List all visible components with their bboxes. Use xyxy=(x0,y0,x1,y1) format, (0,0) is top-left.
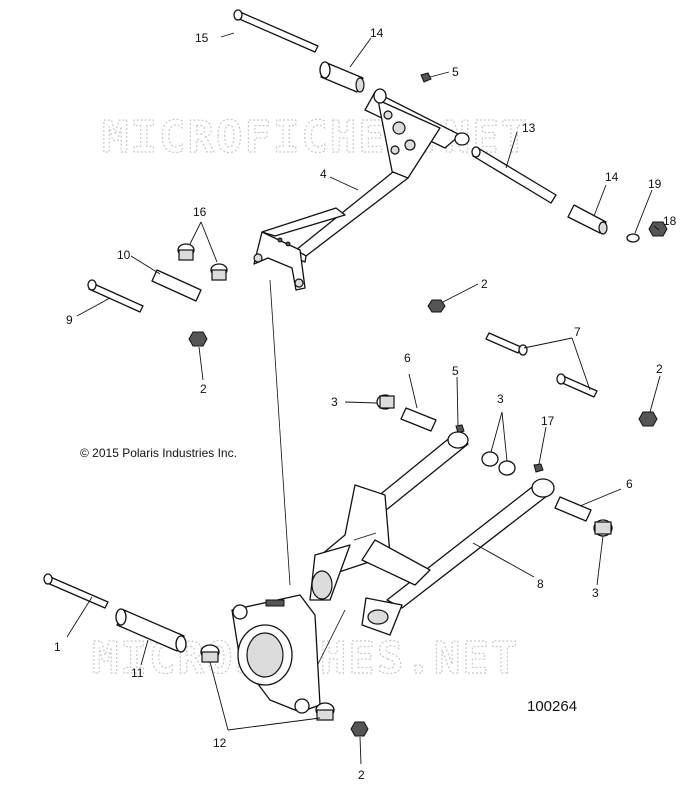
callout-7: 7 xyxy=(574,325,581,339)
part-3-bushing-right xyxy=(593,519,613,537)
part-12-bushings xyxy=(200,644,335,721)
part-2-nut-center xyxy=(427,299,446,313)
leader-2-bottom xyxy=(359,736,362,765)
callout-9: 9 xyxy=(66,313,73,327)
leader-17 xyxy=(538,426,547,465)
part-13-rod xyxy=(471,146,557,204)
callout-2-left: 2 xyxy=(200,382,207,396)
leader-14-right xyxy=(593,184,607,217)
leader-14-upper xyxy=(349,37,372,68)
copyright-notice: © 2015 Polaris Industries Inc. xyxy=(80,446,237,460)
leader-16-a xyxy=(189,221,202,245)
leader-7-a xyxy=(523,337,573,349)
leader-12-b xyxy=(227,717,321,731)
part-17-nut xyxy=(533,463,544,473)
leader-2-left xyxy=(198,346,204,381)
part-6-sleeve-upper xyxy=(400,407,437,432)
part-2-nut-right xyxy=(638,411,658,427)
knuckle-upright xyxy=(231,594,321,714)
part-14-bushing-upper xyxy=(319,61,365,93)
leader-2-right xyxy=(649,375,661,413)
part-7-bolts xyxy=(485,332,598,398)
callout-2-right: 2 xyxy=(656,362,663,376)
callout-2-bottom: 2 xyxy=(358,768,365,782)
part-3-bushings-center xyxy=(481,451,516,476)
leader-3-right xyxy=(596,535,604,586)
part-19-washer xyxy=(626,233,640,243)
callout-18: 18 xyxy=(663,214,677,228)
leader-6-upper xyxy=(408,373,418,409)
leader-12-a xyxy=(209,661,229,731)
leader-2-center xyxy=(442,283,479,303)
callout-17: 17 xyxy=(541,414,555,428)
callout-1: 1 xyxy=(54,640,61,654)
leader-3-center-a xyxy=(490,411,503,453)
leader-18 xyxy=(653,225,660,231)
part-14-bushing-right xyxy=(567,204,608,235)
part-1-bolt xyxy=(43,573,109,609)
callout-5-upper: 5 xyxy=(452,65,459,79)
leader-4 xyxy=(329,176,359,191)
callout-3-right: 3 xyxy=(592,586,599,600)
part-2-nut-bottom xyxy=(350,721,369,737)
callout-3-center: 3 xyxy=(497,392,504,406)
callout-11: 11 xyxy=(131,666,144,680)
callout-5-lower: 5 xyxy=(452,364,459,378)
part-16-bushings xyxy=(177,243,228,281)
part-2-nut-left xyxy=(188,331,208,347)
callout-4: 4 xyxy=(320,167,327,181)
part-9-bolt xyxy=(87,279,144,313)
callout-12: 12 xyxy=(213,736,227,750)
part-15-bolt xyxy=(233,9,319,53)
part-4-upper-a-arm xyxy=(253,88,470,291)
callout-6-lower: 6 xyxy=(626,477,633,491)
leader-5-lower xyxy=(456,376,459,426)
leader-19 xyxy=(634,189,653,234)
leader-3-left xyxy=(344,401,378,404)
callout-2-center: 2 xyxy=(481,277,488,291)
leader-5-upper xyxy=(429,71,450,78)
leader-8 xyxy=(472,542,535,578)
callout-3-left: 3 xyxy=(331,395,338,409)
part-3-bushing-left xyxy=(376,394,395,410)
leader-7-b xyxy=(571,337,591,391)
leader-16-b xyxy=(200,221,218,263)
callout-14-upper: 14 xyxy=(370,26,384,40)
leader-9 xyxy=(76,297,111,317)
leader-10 xyxy=(130,255,161,275)
leader-1 xyxy=(66,596,93,638)
leader-3-center-b xyxy=(501,411,508,462)
drawing-number: 100264 xyxy=(527,698,577,715)
callout-19: 19 xyxy=(648,177,662,191)
part-6-sleeve-lower xyxy=(554,496,592,522)
callout-10: 10 xyxy=(117,248,131,262)
callout-8: 8 xyxy=(537,577,544,591)
leader-11 xyxy=(140,639,149,666)
part-5-nut-lower xyxy=(455,424,465,434)
callout-15: 15 xyxy=(195,31,209,45)
part-10-sleeve xyxy=(151,269,202,302)
leader-13 xyxy=(505,131,518,169)
callout-13: 13 xyxy=(522,121,536,135)
leader-6-lower xyxy=(579,488,622,507)
part-8-lower-arm-assembly xyxy=(309,431,555,636)
leader-15 xyxy=(220,32,235,38)
assembly-axis-line xyxy=(269,279,291,586)
part-5-nut-upper xyxy=(420,72,432,83)
callout-14-right: 14 xyxy=(605,170,619,184)
part-11-sleeve xyxy=(115,608,187,653)
callout-16: 16 xyxy=(193,205,207,219)
callout-6-upper: 6 xyxy=(404,351,411,365)
